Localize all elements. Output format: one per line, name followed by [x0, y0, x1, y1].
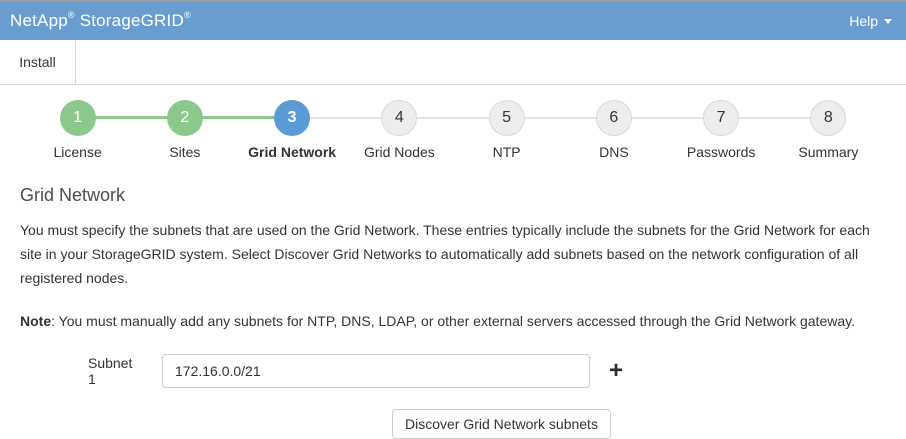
stepper-step-sites: 2 Sites: [131, 100, 239, 160]
step-label: Summary: [798, 144, 859, 160]
discover-button-row: Discover Grid Network subnets: [20, 409, 886, 439]
stepper-step-grid-network: 3 Grid Network: [238, 100, 347, 160]
step-label: DNS: [599, 144, 629, 160]
caret-down-icon: [884, 18, 892, 24]
step-circle: 2: [166, 100, 203, 136]
page-description: You must specify the subnets that are us…: [20, 222, 870, 286]
top-strip: [0, 0, 906, 2]
tab-install[interactable]: Install: [0, 40, 76, 84]
stepper-step-license: 1 License: [24, 100, 132, 160]
stepper-step-dns: 6 DNS: [560, 100, 668, 160]
stepper-step-ntp: 5 NTP: [453, 100, 561, 160]
registered-mark-icon: ®: [67, 10, 75, 21]
note-text: Note: You must manually add any subnets …: [20, 313, 886, 329]
discover-subnets-button[interactable]: Discover Grid Network subnets: [392, 409, 611, 439]
subnet-1-label: Subnet 1: [88, 355, 133, 387]
main-content: Grid Network You must specify the subnet…: [0, 185, 906, 439]
wizard-stepper: 1 License 2 Sites 3 Grid Network 4 Grid …: [0, 85, 906, 160]
brand-name-storagegrid: StorageGRID: [79, 11, 184, 30]
step-label: Passwords: [686, 144, 756, 160]
step-label: Sites: [169, 144, 201, 160]
step-circle: 1: [59, 100, 96, 136]
step-label: Grid Nodes: [363, 144, 435, 160]
step-circle: 3: [274, 100, 311, 136]
note-body: : You must manually add any subnets for …: [51, 313, 855, 329]
step-circle: 7: [703, 100, 740, 136]
step-circle: 5: [488, 100, 525, 136]
add-subnet-button[interactable]: +: [609, 357, 624, 384]
brand-title: NetApp® StorageGRID®: [10, 10, 191, 31]
step-label: License: [53, 144, 102, 160]
help-menu[interactable]: Help: [849, 13, 892, 29]
registered-mark-icon: ®: [183, 10, 191, 21]
note-label: Note: [20, 313, 52, 329]
tab-install-label: Install: [19, 54, 56, 70]
subnet-form-row: Subnet 1 +: [20, 354, 886, 388]
page-title: Grid Network: [20, 185, 126, 205]
subnet-1-input[interactable]: [162, 354, 590, 388]
stepper-step-grid-nodes: 4 Grid Nodes: [345, 100, 454, 160]
tab-bar: Install: [0, 40, 906, 85]
step-circle: 4: [381, 100, 418, 136]
help-menu-label: Help: [849, 13, 878, 29]
stepper-step-passwords: 7 Passwords: [667, 100, 776, 160]
step-label: NTP: [492, 144, 521, 160]
brand-name-netapp: NetApp: [10, 11, 68, 30]
step-circle: 6: [595, 100, 632, 136]
stepper-step-summary: 8 Summary: [774, 100, 882, 160]
step-circle: 8: [810, 100, 847, 136]
app-header: NetApp® StorageGRID® Help: [0, 2, 906, 40]
step-label: Grid Network: [248, 144, 337, 160]
